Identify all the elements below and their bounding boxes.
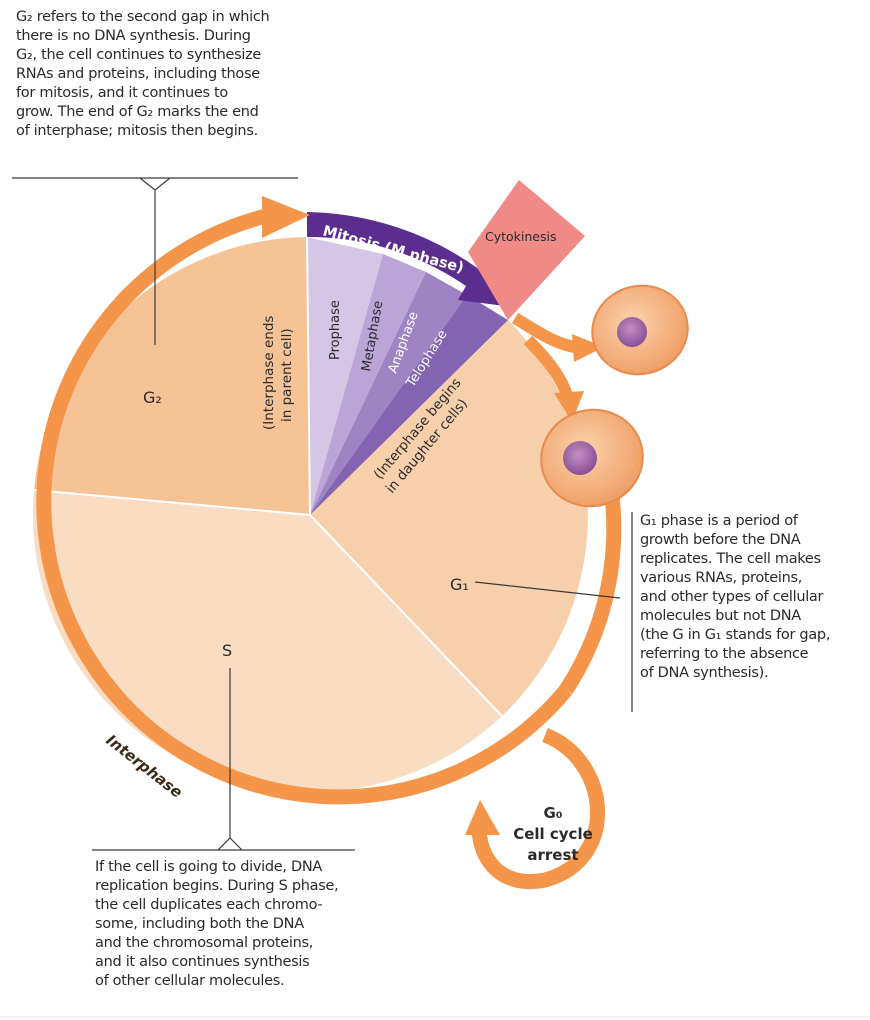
g2-note: G₂ refers to the second gap in which the… [16, 8, 270, 141]
g0-label: G₀ [544, 804, 563, 822]
cytokinesis-label: Cytokinesis [485, 229, 557, 244]
ring-arrowhead [262, 196, 310, 238]
g0-arrowhead [465, 800, 500, 835]
telophase-wedge [310, 295, 508, 515]
g2-note-line: G₂, the cell continues to synthesize [16, 47, 262, 63]
s-note-line: and it also continues synthesis [95, 954, 310, 970]
daughter-cell-2 [540, 408, 644, 508]
g0-line1: Cell cycle [513, 825, 593, 843]
g2-note-line: G₂ refers to the second gap in which [16, 9, 270, 25]
anaphase-wedge [310, 272, 467, 515]
interphase-ends-label-2: in parent cell) [279, 328, 295, 422]
g2-note-line: grow. The end of G₂ marks the end [16, 104, 259, 120]
g1-sector [310, 320, 588, 716]
g1-note-line: various RNAs, proteins, [640, 570, 803, 586]
daughter-cell-1 [591, 284, 689, 376]
s-note-line: the cell duplicates each chromo- [95, 897, 323, 913]
g0-loop [471, 728, 605, 889]
interphase-ring [36, 207, 572, 805]
nucleus-2 [563, 441, 597, 475]
s-sector [32, 490, 503, 793]
cytokinesis-wedge [468, 180, 585, 320]
g1-note-line: molecules but not DNA [640, 608, 801, 624]
nucleus-1 [617, 317, 647, 347]
g2-note-line: there is no DNA synthesis. During [16, 28, 251, 44]
g1-note: G₁ phase is a period of growth before th… [640, 512, 830, 683]
g0-line2: arrest [527, 846, 578, 864]
s-note-line: and the chromosomal proteins, [95, 935, 314, 951]
g1-callout [474, 581, 621, 599]
interphase-ends-label-1: (Interphase ends [261, 316, 277, 430]
g1-note-line: replicates. The cell makes [640, 551, 821, 567]
prophase-wedge [307, 237, 383, 515]
s-note-line: some, including both the DNA [95, 916, 304, 932]
g1-note-line: of DNA synthesis). [640, 665, 769, 681]
prophase-label: Prophase [328, 300, 343, 360]
s-callout [92, 668, 355, 851]
g1-note-line: G₁ phase is a period of [640, 513, 798, 529]
g2-callout [12, 177, 298, 345]
g1-note-line: referring to the absence [640, 646, 809, 662]
daughter-arrowhead-2 [554, 391, 584, 422]
s-note-line: replication begins. During S phase, [95, 878, 339, 894]
s-note: If the cell is going to divide, DNA repl… [95, 858, 339, 991]
g2-note-line: for mitosis, and it continues to [16, 85, 228, 101]
g2-note-line: of interphase; mitosis then begins. [16, 123, 258, 139]
g1-label: G₁ [450, 575, 469, 594]
mitosis-arrow [307, 212, 513, 307]
g2-label: G₂ [143, 388, 162, 407]
g2-note-line: RNAs and proteins, including those [16, 66, 260, 82]
s-note-line: of other cellular molecules. [95, 973, 285, 989]
g2-sector [34, 237, 310, 515]
s-note-line: If the cell is going to divide, DNA [95, 859, 323, 875]
g1-note-line: and other types of cellular [640, 589, 824, 605]
g1-note-line: (the G in G₁ stands for gap, [640, 627, 831, 643]
g1-note-line: growth before the DNA [640, 532, 801, 548]
metaphase-wedge [310, 254, 426, 515]
daughter-arrowhead-1 [572, 334, 604, 362]
s-label: S [222, 641, 232, 660]
